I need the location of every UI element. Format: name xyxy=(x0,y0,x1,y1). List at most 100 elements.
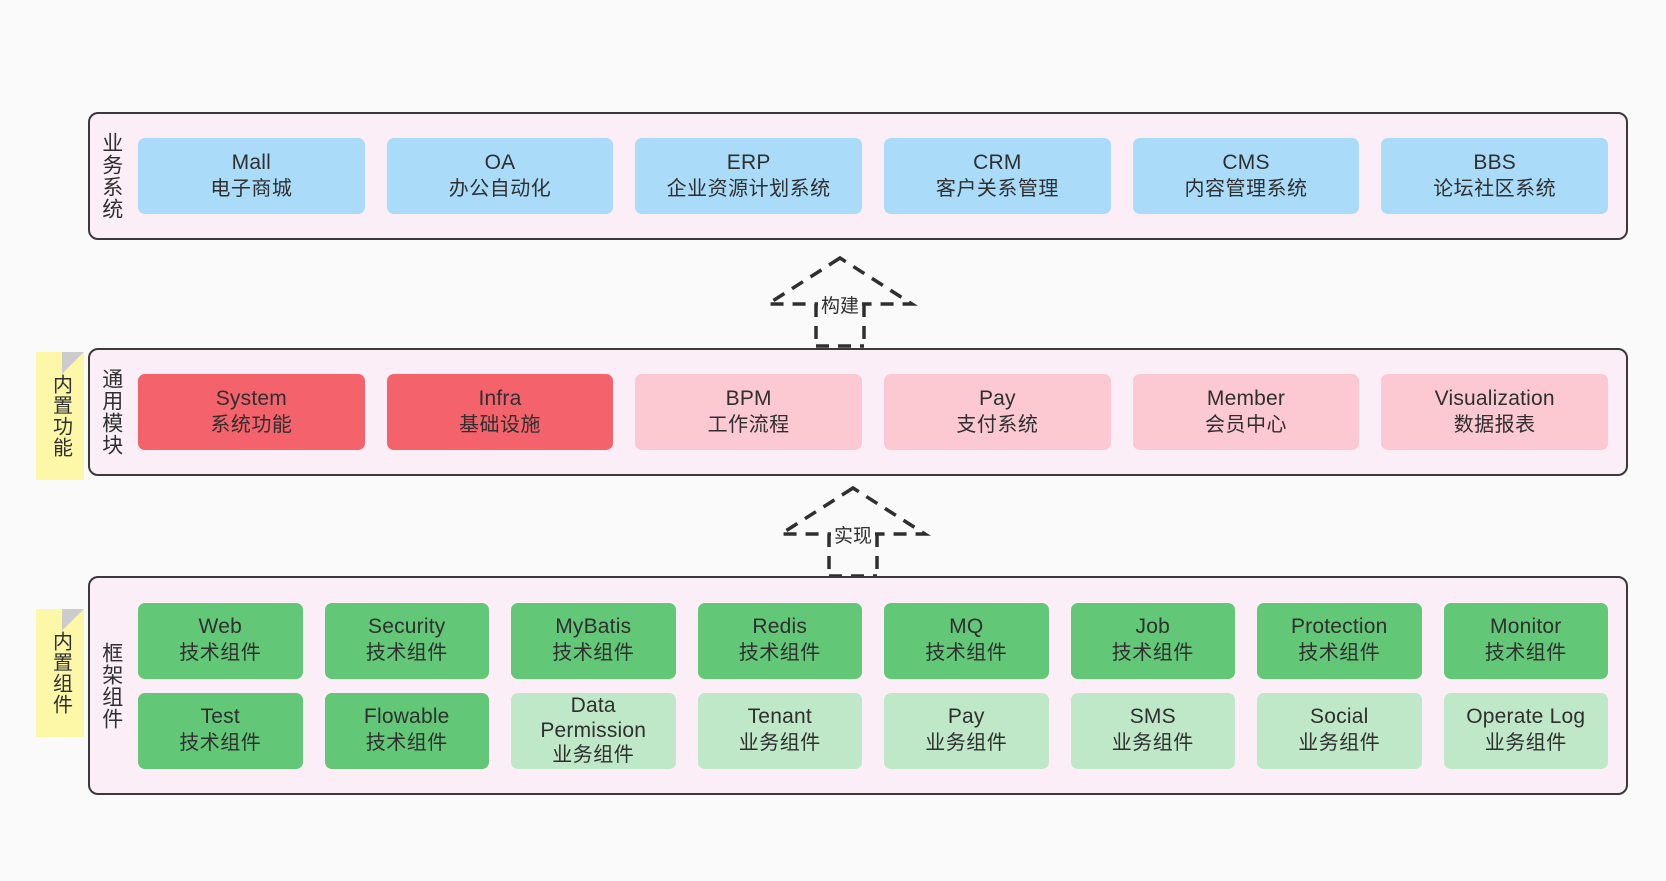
layer-framework-components: 框架组件 Web 技术组件 Security 技术组件 MyBatis 技术组件… xyxy=(88,576,1628,795)
card-mq[interactable]: MQ 技术组件 xyxy=(884,602,1049,679)
card-job[interactable]: Job 技术组件 xyxy=(1070,602,1235,679)
card-en-label: Pay xyxy=(978,386,1016,410)
card-cn-label: 技术组件 xyxy=(925,642,1008,665)
card-mall[interactable]: Mall 电子商城 xyxy=(138,138,365,214)
card-en-label: Operate Log xyxy=(1466,705,1586,729)
card-sms[interactable]: SMS 业务组件 xyxy=(1070,692,1235,769)
card-row: Test 技术组件 Flowable 技术组件 Data Permission … xyxy=(138,692,1608,769)
card-cn-label: 技术组件 xyxy=(365,642,448,665)
card-cn-label: 办公自动化 xyxy=(448,177,552,200)
card-en-label: CMS xyxy=(1222,150,1270,174)
card-data-permission[interactable]: Data Permission 业务组件 xyxy=(511,692,676,769)
card-cn-label: 客户关系管理 xyxy=(935,177,1059,200)
connector-build: 构建 xyxy=(750,252,930,348)
card-cn-label: 技术组件 xyxy=(1298,642,1381,665)
card-en-label: Tenant xyxy=(747,705,812,729)
card-en-label: Mall xyxy=(231,150,271,174)
note-label: 内置功能 xyxy=(49,374,72,458)
card-en-label: Infra xyxy=(478,386,522,410)
note-label: 内置组件 xyxy=(49,631,72,715)
card-en-label: Pay xyxy=(947,705,985,729)
card-en-label: Visualization xyxy=(1434,386,1555,410)
card-redis[interactable]: Redis 技术组件 xyxy=(697,602,862,679)
card-cn-label: 电子商城 xyxy=(210,177,293,200)
card-infra[interactable]: Infra 基础设施 xyxy=(386,374,614,450)
layer-title-framework: 框架组件 xyxy=(99,641,123,730)
card-flowable[interactable]: Flowable 技术组件 xyxy=(324,692,489,769)
card-en-label: Data Permission xyxy=(540,693,647,742)
card-security[interactable]: Security 技术组件 xyxy=(324,602,489,679)
card-visualization[interactable]: Visualization 数据报表 xyxy=(1381,374,1609,450)
card-cn-label: 论坛社区系统 xyxy=(1433,177,1557,200)
card-cn-label: 会员中心 xyxy=(1205,413,1288,436)
note-builtin-components: 内置组件 xyxy=(36,609,84,737)
card-erp[interactable]: ERP 企业资源计划系统 xyxy=(635,138,863,214)
card-bpm[interactable]: BPM 工作流程 xyxy=(635,374,863,450)
layer-body-business: Mall 电子商城 OA 办公自动化 ERP 企业资源计划系统 CRM 客户关系… xyxy=(132,114,1626,238)
card-en-label: BPM xyxy=(725,386,772,410)
card-oa[interactable]: OA 办公自动化 xyxy=(386,138,614,214)
card-crm[interactable]: CRM 客户关系管理 xyxy=(884,138,1111,214)
card-en-label: System xyxy=(215,386,287,410)
card-en-label: Test xyxy=(200,705,240,729)
card-system[interactable]: System 系统功能 xyxy=(138,374,365,450)
layer-body-framework: Web 技术组件 Security 技术组件 MyBatis 技术组件 Redi… xyxy=(132,578,1626,793)
card-cn-label: 技术组件 xyxy=(179,642,262,665)
card-cn-label: 业务组件 xyxy=(1298,732,1381,755)
card-cn-label: 技术组件 xyxy=(738,642,821,665)
card-row: System 系统功能 Infra 基础设施 BPM 工作流程 Pay 支付系统… xyxy=(138,374,1609,450)
card-en-label: MQ xyxy=(949,615,984,639)
card-cn-label: 技术组件 xyxy=(1484,642,1567,665)
card-member[interactable]: Member 会员中心 xyxy=(1132,374,1360,450)
card-en-label: CRM xyxy=(973,150,1022,174)
card-en-label: Redis xyxy=(752,615,808,639)
card-en-label: Social xyxy=(1310,705,1369,729)
card-cn-label: 系统功能 xyxy=(210,413,293,436)
card-cn-label: 工作流程 xyxy=(707,413,790,436)
card-cn-label: 技术组件 xyxy=(179,732,262,755)
card-cn-label: 技术组件 xyxy=(365,732,448,755)
card-en-label: Member xyxy=(1206,386,1286,410)
card-en-label: Protection xyxy=(1290,615,1388,639)
card-social[interactable]: Social 业务组件 xyxy=(1257,692,1422,769)
card-cn-label: 技术组件 xyxy=(1111,642,1194,665)
card-pay-module[interactable]: Pay 支付系统 xyxy=(884,374,1111,450)
card-test[interactable]: Test 技术组件 xyxy=(138,692,303,769)
layer-common-modules: 通用模块 System 系统功能 Infra 基础设施 BPM 工作流程 Pay xyxy=(88,348,1628,476)
note-builtin-features: 内置功能 xyxy=(36,352,84,480)
card-cn-label: 业务组件 xyxy=(738,732,821,755)
card-cn-label: 企业资源计划系统 xyxy=(666,177,831,200)
card-tenant[interactable]: Tenant 业务组件 xyxy=(697,692,862,769)
card-cn-label: 支付系统 xyxy=(956,413,1039,436)
connector-label-implement: 实现 xyxy=(831,521,876,548)
card-mybatis[interactable]: MyBatis 技术组件 xyxy=(511,602,676,679)
card-cn-label: 基础设施 xyxy=(459,413,541,436)
card-protection[interactable]: Protection 技术组件 xyxy=(1257,602,1422,679)
card-en-label: Security xyxy=(368,615,446,639)
note-fold-corner-icon xyxy=(62,609,84,631)
layer-body-modules: System 系统功能 Infra 基础设施 BPM 工作流程 Pay 支付系统… xyxy=(132,350,1626,474)
connector-implement: 实现 xyxy=(763,482,943,578)
card-en-label: Web xyxy=(198,615,242,639)
card-cn-label: 业务组件 xyxy=(552,743,635,766)
card-en-label: ERP xyxy=(726,150,771,174)
card-cn-label: 数据报表 xyxy=(1453,413,1536,436)
card-bbs[interactable]: BBS 论坛社区系统 xyxy=(1381,138,1609,214)
card-web[interactable]: Web 技术组件 xyxy=(138,602,303,679)
card-cms[interactable]: CMS 内容管理系统 xyxy=(1132,138,1360,214)
layer-business-system: 业务系统 Mall 电子商城 OA 办公自动化 ERP 企业资源计划系统 CRM xyxy=(88,112,1628,240)
card-en-label: SMS xyxy=(1129,705,1176,729)
card-cn-label: 业务组件 xyxy=(925,732,1008,755)
card-cn-label: 技术组件 xyxy=(552,642,635,665)
card-en-label: Monitor xyxy=(1490,615,1562,639)
card-operate-log[interactable]: Operate Log 业务组件 xyxy=(1443,692,1608,769)
card-monitor[interactable]: Monitor 技术组件 xyxy=(1443,602,1608,679)
card-pay-component[interactable]: Pay 业务组件 xyxy=(884,692,1049,769)
card-row: Mall 电子商城 OA 办公自动化 ERP 企业资源计划系统 CRM 客户关系… xyxy=(138,138,1609,214)
card-en-label: Flowable xyxy=(363,705,450,729)
card-row: Web 技术组件 Security 技术组件 MyBatis 技术组件 Redi… xyxy=(138,602,1608,679)
card-en-label: MyBatis xyxy=(555,615,632,639)
card-en-label: BBS xyxy=(1473,150,1516,174)
card-en-label: Job xyxy=(1135,615,1170,639)
